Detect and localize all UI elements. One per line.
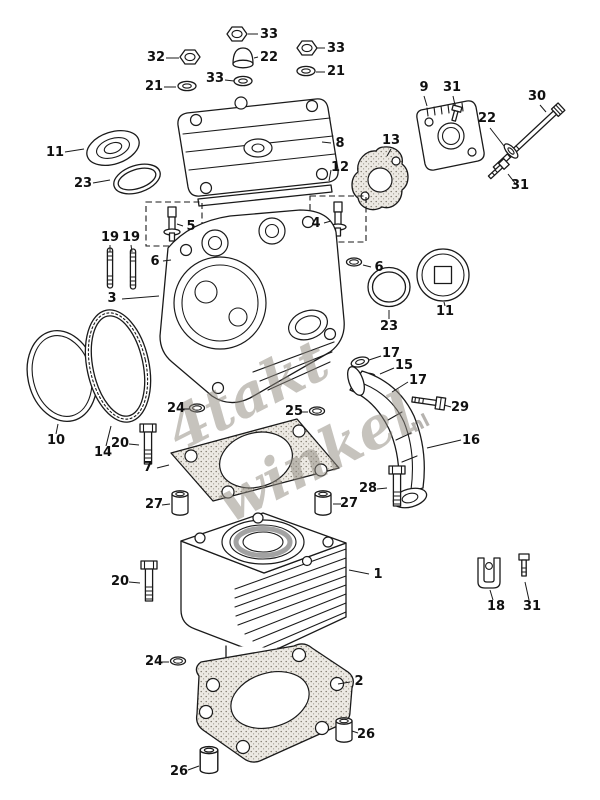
part-label: 6 — [150, 254, 159, 269]
screw-31-top — [451, 104, 463, 122]
cylinder-head-cover — [177, 96, 339, 197]
base-gasket-2 — [195, 643, 354, 763]
part-label: 14 — [94, 445, 112, 460]
bolt-20-upper — [139, 423, 157, 465]
part-label: 5 — [186, 219, 195, 234]
part-label: 24 — [167, 401, 185, 416]
part-label: 17 — [409, 373, 427, 388]
part-label: 15 — [395, 358, 413, 373]
washer-22-on-bolt — [503, 143, 519, 159]
bolt-29 — [411, 396, 447, 411]
stud-4 — [329, 201, 347, 237]
part-label: 6 — [374, 260, 383, 275]
stud-19-b — [129, 248, 137, 290]
washer-21-left — [177, 80, 197, 92]
part-label: 24 — [145, 654, 163, 669]
stud-5 — [163, 206, 181, 242]
part-label: 23 — [74, 176, 92, 191]
seal-6-right — [345, 257, 363, 267]
part-label: 29 — [451, 400, 469, 415]
part-label: 28 — [359, 481, 377, 496]
part-label: 7 — [143, 460, 152, 475]
part-label: 21 — [327, 64, 345, 79]
part-label: 27 — [340, 496, 358, 511]
part-label: 33 — [206, 71, 224, 86]
cylinder — [180, 512, 347, 669]
o-ring-23-left — [113, 163, 161, 195]
dowel-27-left — [171, 490, 189, 516]
washer-17-a — [350, 356, 370, 368]
leader-lines — [55, 33, 547, 771]
part-label: 33 — [327, 41, 345, 56]
bolt-20-lower — [140, 560, 158, 602]
washer-33-center — [233, 75, 253, 87]
head-gasket-7 — [170, 418, 340, 502]
part-label: 8 — [335, 136, 344, 151]
part-label: 19 — [122, 230, 140, 245]
part-label: 21 — [145, 79, 163, 94]
head-cover-packing — [197, 184, 333, 207]
part-label: 17 — [382, 346, 400, 361]
part-label: 16 — [462, 433, 480, 448]
screw-31-bottom — [518, 553, 530, 577]
part-label: 32 — [147, 50, 165, 65]
part-label: 2 — [354, 674, 363, 689]
part-label: 25 — [285, 404, 303, 419]
part-label: 4 — [311, 216, 320, 231]
part-label: 19 — [101, 230, 119, 245]
nut-32 — [179, 49, 201, 65]
o-ring-23-right — [367, 266, 411, 308]
part-label: 31 — [511, 178, 529, 193]
part-label: 22 — [478, 111, 496, 126]
side-cover-gasket-13 — [351, 146, 409, 211]
o-ring-25 — [308, 406, 326, 416]
part-label: 26 — [170, 764, 188, 779]
part-label: 12 — [331, 160, 349, 175]
part-label: 11 — [46, 145, 64, 160]
inlet-joint-11 — [86, 129, 140, 167]
part-label: 22 — [260, 50, 278, 65]
part-label: 26 — [357, 727, 375, 742]
part-label: 13 — [382, 133, 400, 148]
washer-21-right — [296, 65, 316, 77]
part-label: 18 — [487, 599, 505, 614]
part-labels: 33 22 32 33 21 33 21 9 31 30 22 31 8 12 … — [46, 27, 546, 779]
part-label: 33 — [260, 27, 278, 42]
stud-19-a — [106, 247, 114, 289]
part-label: 31 — [523, 599, 541, 614]
retainer-ring-14 — [84, 309, 152, 423]
part-label: 20 — [111, 574, 129, 589]
dowel-26-left — [199, 745, 219, 775]
cylinder-head — [159, 209, 345, 404]
part-label: 30 — [528, 89, 546, 104]
part-label: 1 — [373, 567, 382, 582]
inlet-pipe-16 — [347, 366, 428, 509]
part-label: 9 — [419, 80, 428, 95]
part-label: 23 — [380, 319, 398, 334]
part-label: 31 — [443, 80, 461, 95]
screw-31-lower — [487, 158, 510, 180]
part-label: 27 — [145, 497, 163, 512]
part-label: 20 — [111, 436, 129, 451]
nut-33-right — [296, 40, 318, 56]
part-label: 3 — [107, 291, 116, 306]
clamp-18 — [477, 557, 501, 589]
dowel-26-right — [335, 717, 353, 743]
washer-24-lower — [169, 656, 187, 666]
side-cover-9 — [416, 100, 485, 171]
nut-33-top — [226, 26, 248, 42]
cap-nut-22 — [232, 47, 254, 69]
tappet-cap-11 — [416, 248, 470, 302]
part-label: 10 — [47, 433, 65, 448]
part-label: 11 — [436, 304, 454, 319]
